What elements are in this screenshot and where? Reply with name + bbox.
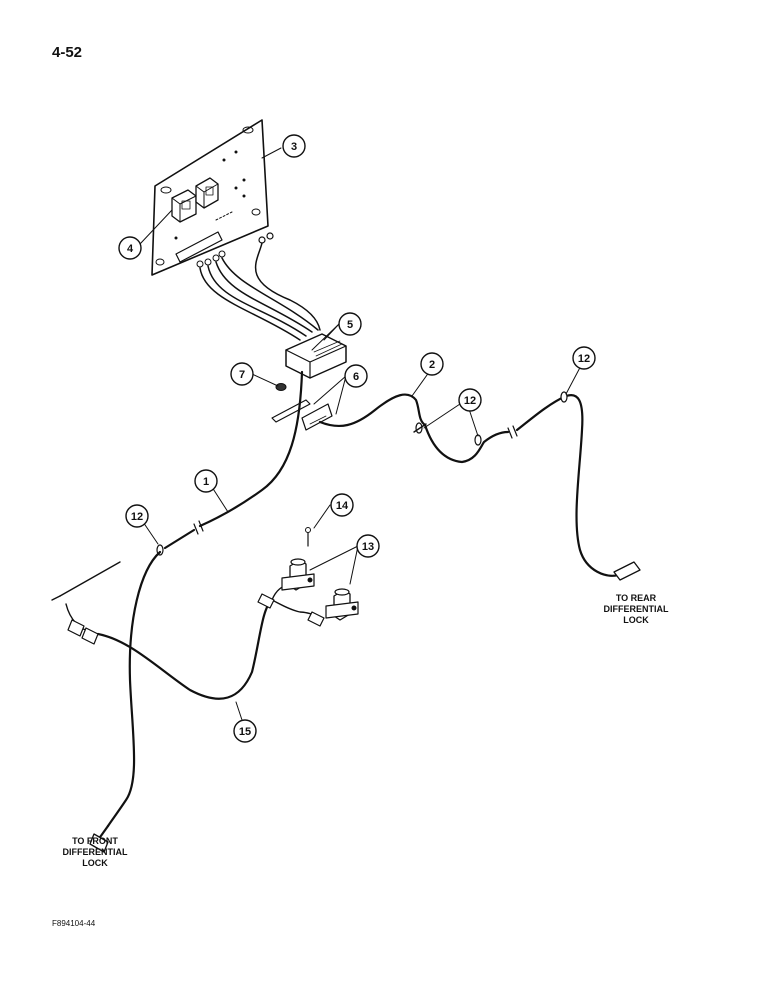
differential-lock-switch — [281, 558, 359, 621]
main-harness-1 — [163, 370, 304, 550]
front-harness — [96, 550, 162, 842]
front-label-line-2: DIFFERENTIAL — [63, 847, 128, 857]
page-number: 4-52 — [52, 44, 83, 61]
callout-14: 14 — [336, 500, 349, 512]
panel-wire-bundle — [199, 242, 321, 341]
harness-15-connectors — [67, 593, 325, 645]
callout-12: 12 — [578, 353, 590, 365]
callout-2: 2 — [429, 359, 435, 371]
callout-3: 3 — [291, 141, 297, 153]
callout-6: 6 — [353, 371, 359, 383]
relay — [171, 177, 219, 223]
callout-12: 12 — [464, 395, 476, 407]
callout-4: 4 — [127, 243, 134, 255]
callout-1: 1 — [203, 476, 209, 488]
rear-label-line-1: TO REAR — [616, 593, 657, 603]
break-marks — [193, 425, 518, 535]
clip-nut — [275, 383, 287, 391]
callout-7: 7 — [239, 369, 245, 381]
front-label-line-1: TO FRONT — [72, 836, 118, 846]
rear-harness-2 — [318, 393, 624, 577]
mounting-brackets — [271, 399, 333, 431]
rear-connector — [613, 561, 641, 581]
callout-13: 13 — [362, 541, 374, 553]
callout-circles — [118, 134, 596, 743]
callout-15: 15 — [239, 726, 251, 738]
switch-harness-15 — [96, 598, 274, 700]
rear-label-line-2: DIFFERENTIAL — [604, 604, 669, 614]
callout-5: 5 — [347, 319, 353, 331]
front-connector — [89, 833, 109, 853]
screw — [305, 527, 311, 547]
callout-12: 12 — [131, 511, 143, 523]
harness-clip — [156, 391, 568, 556]
harness-15-branch — [51, 561, 319, 633]
junction-connector — [285, 333, 347, 379]
front-label-line-3: LOCK — [82, 858, 108, 868]
rear-label-line-3: LOCK — [623, 615, 649, 625]
terminal-block — [175, 211, 274, 268]
figure-code: F894104-44 — [52, 919, 96, 928]
